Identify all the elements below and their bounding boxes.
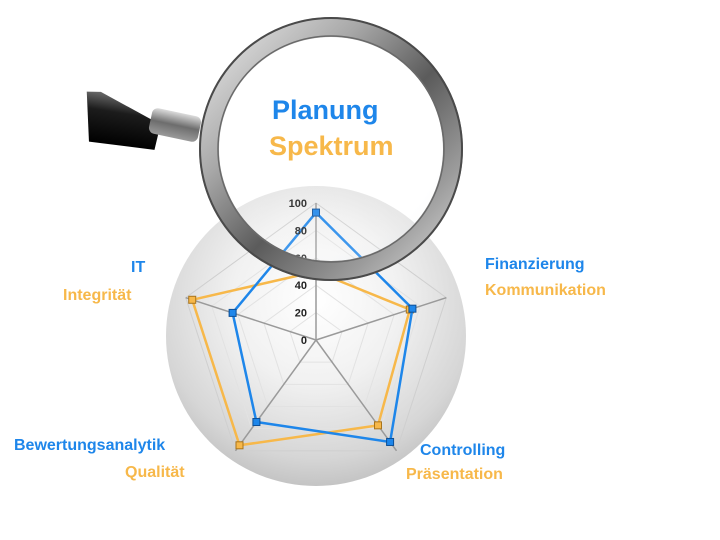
series-1-point [252, 418, 261, 427]
grid-ring [289, 311, 343, 363]
axis-spoke [315, 339, 398, 452]
axis-spoke [185, 296, 317, 341]
series-line-2 [190, 270, 412, 447]
magnifier-ring [199, 17, 463, 281]
tick-label: 40 [295, 280, 307, 292]
magnifier-lens [209, 27, 453, 271]
axis-label-controlling: Controlling [420, 442, 506, 459]
series-1-point [228, 308, 237, 317]
grid-ring [185, 202, 447, 452]
grid-ring [211, 229, 421, 430]
tick-label: 0 [301, 335, 307, 347]
title-primary: Planung [272, 95, 379, 125]
axis-label-it: IT [131, 259, 146, 276]
magnifier-handle [86, 91, 161, 150]
axis-label-integritaet: Integrität [63, 287, 132, 304]
axis-spoke [234, 339, 317, 452]
grid-ring [263, 284, 369, 385]
series-2-point [235, 441, 244, 450]
series-2-point [374, 421, 383, 430]
axis-label-finanzierung: Finanzierung [485, 256, 585, 273]
series-line-1 [231, 211, 414, 444]
series-1-point [408, 304, 417, 313]
axis-label-bewertungsanalytik: Bewertungsanalytik [14, 437, 166, 454]
grid-ring [237, 257, 395, 408]
title-secondary: Spektrum [269, 131, 394, 161]
axis-label-kommunikation: Kommunikation [485, 282, 606, 299]
axis-label-praesentation: Präsentation [406, 466, 503, 483]
series-2-point [188, 295, 197, 304]
axis-label-qualitaet: Qualität [125, 464, 185, 481]
axis-spoke [315, 296, 447, 341]
series-1-point [386, 437, 395, 446]
magnifier-collar [148, 108, 202, 142]
magnifier-icon [86, 17, 463, 281]
tick-label: 20 [295, 308, 307, 320]
